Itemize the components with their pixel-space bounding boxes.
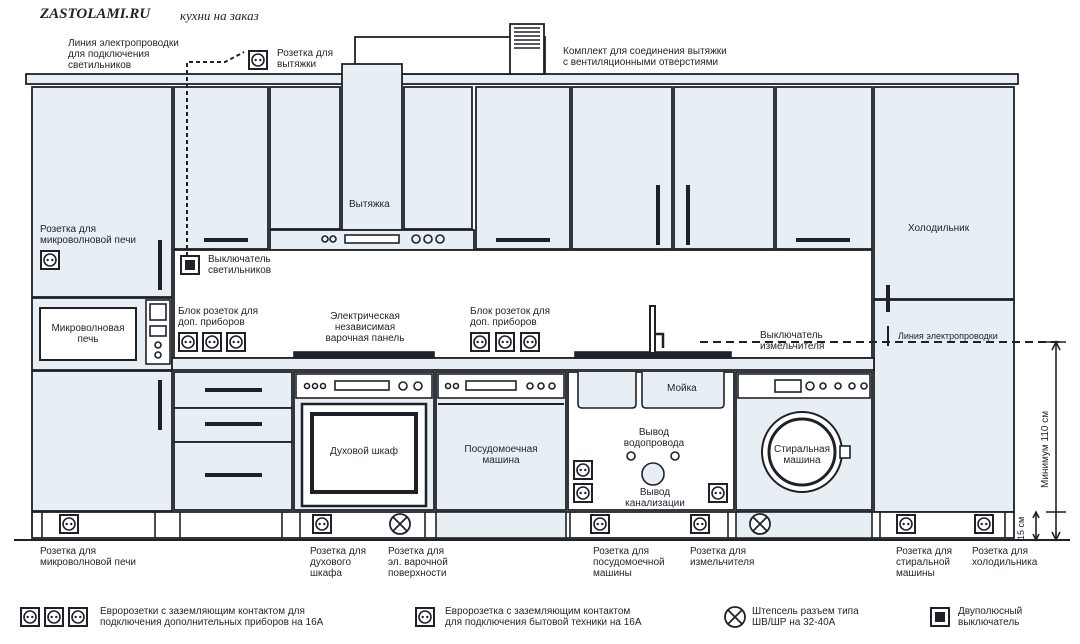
disposer-socket-wall <box>708 483 728 503</box>
microwave-socket-top-label: Розетка для микроволновой печи <box>40 224 136 246</box>
upper-cabinet-6 <box>673 86 775 250</box>
disposer-socket <box>690 514 710 534</box>
fridge-socket <box>974 514 994 534</box>
bottom-label-microwave: Розетка для микроволновой печи <box>40 546 136 568</box>
legend-switch-text: Двуполюсный выключатель <box>958 606 1023 628</box>
brand-title: ZASTOLAMI.RU <box>40 6 151 22</box>
brand-subtitle: кухни на заказ <box>180 8 259 23</box>
drain-outlet-label: Вывод канализации <box>625 487 685 509</box>
legend-socket-text: Евророзетка с заземляющим контактом для … <box>445 606 642 628</box>
min-height-label: Минимум 110 см <box>1040 410 1051 488</box>
bottom-label-fridge: Розетка для холодильника <box>972 546 1038 568</box>
hob-label: Электрическая независимая варочная панел… <box>325 311 405 344</box>
hood-socket-label: Розетка для вытяжки <box>277 48 333 70</box>
dishwasher-socket <box>590 514 610 534</box>
light-switch <box>180 255 200 275</box>
hood-socket <box>248 50 268 70</box>
upper-cabinet-2 <box>269 86 341 230</box>
upper-cabinet-7 <box>775 86 873 250</box>
microwave-socket-top <box>40 250 60 270</box>
upper-cabinet-4 <box>475 86 571 250</box>
upper-cabinet-1 <box>173 86 269 250</box>
hob-plug <box>389 513 411 535</box>
wiring-line-label: Линия электропроводки <box>898 331 998 341</box>
socket-block-right-label: Блок розеток для доп. приборов <box>470 306 551 328</box>
bottom-label-dishwasher: Розетка для посудомоечной машины <box>593 546 665 579</box>
top-shelf-left <box>25 73 355 85</box>
top-shelf-right <box>389 73 1019 85</box>
legend-triple-socket-text: Евророзетки с заземляющим контактом для … <box>100 606 324 628</box>
oven-label: Духовой шкаф <box>330 446 398 457</box>
bottom-label-oven: Розетка для духового шкафа <box>310 546 366 579</box>
light-wiring-label: Линия электропроводки для подключения св… <box>68 38 179 71</box>
upper-cabinet-3 <box>403 86 473 230</box>
fridge-label: Холодильник <box>908 223 970 234</box>
legend-plug-text: Штепсель разъем типа ШВ/ШР на 32-40А <box>752 606 859 628</box>
dishwasher-label: Посудомоечная машина <box>464 444 538 466</box>
microwave-socket-bottom <box>59 514 79 534</box>
small-height-label: 15 см <box>1016 516 1026 540</box>
washer-socket <box>896 514 916 534</box>
upper-cabinet-5 <box>571 86 673 250</box>
fridge-top <box>873 86 1015 300</box>
microwave-label: Микроволновая печь <box>51 323 125 345</box>
double-switch-icon <box>930 607 950 627</box>
hood-kit-label: Комплект для соединения вытяжки с вентил… <box>563 46 727 68</box>
socket-block-left <box>178 332 246 352</box>
fridge-bottom <box>873 299 1015 513</box>
oven-socket <box>312 514 332 534</box>
socket-icon <box>415 607 435 627</box>
triple-socket-icon <box>20 607 88 627</box>
bottom-label-washer: Розетка для стиральной машины <box>896 546 952 579</box>
disposer-switch-label: Выключатель измельчителя <box>760 330 825 352</box>
hood-chimney <box>341 63 403 231</box>
tall-cabinet-bottom <box>31 370 173 512</box>
bottom-label-hob: Розетка для эл. варочной поверхности <box>388 546 448 579</box>
water-outlet-label: Вывод водопровода <box>623 427 685 449</box>
socket-block-left-label: Блок розеток для доп. приборов <box>178 306 259 328</box>
bottom-label-disposer: Розетка для измельчителя <box>690 546 755 568</box>
hood-label: Вытяжка <box>349 199 390 210</box>
countertop <box>171 357 875 371</box>
socket-block-right <box>470 332 540 352</box>
light-switch-label: Выключатель светильников <box>208 254 272 276</box>
washing-machine-label: Стиральная машина <box>773 444 831 466</box>
plug-32a-icon <box>724 606 746 628</box>
washer-plug <box>749 513 771 535</box>
sink-label: Мойка <box>667 383 697 394</box>
